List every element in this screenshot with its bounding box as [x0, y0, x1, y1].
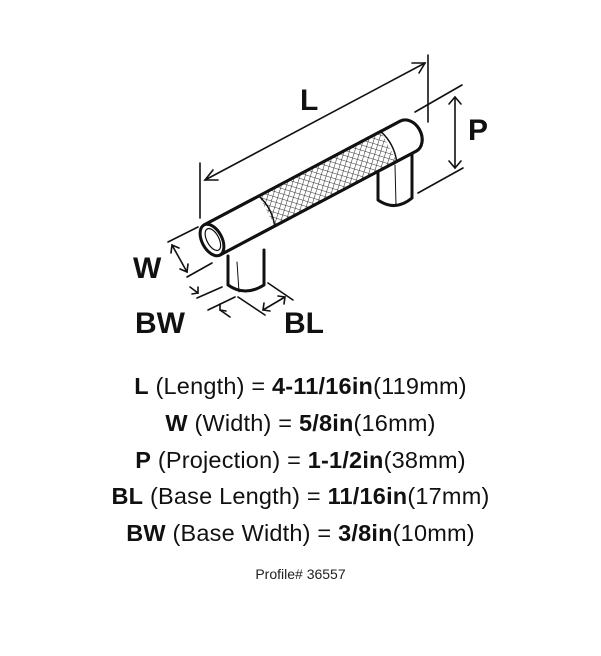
spec-name: (Projection) = — [157, 446, 302, 473]
spec-metric: (16mm) — [353, 409, 436, 436]
spec-base-width: BW (Base Width) = 3/8in(10mm) — [0, 515, 601, 552]
spec-key: W — [165, 409, 188, 436]
spec-projection: P (Projection) = 1-1/2in(38mm) — [0, 442, 601, 479]
end-cap — [198, 222, 226, 258]
width-label: W — [133, 252, 162, 285]
spec-imperial: 5/8in — [298, 409, 354, 436]
spec-imperial: 1-1/2in — [307, 446, 384, 473]
spec-name: (Length) = — [155, 373, 266, 399]
spec-name: (Base Length) = — [149, 483, 321, 510]
spec-key: BL — [111, 483, 144, 510]
spec-key: BW — [126, 520, 166, 547]
spec-imperial: 11/16in — [327, 483, 408, 510]
spec-key: P — [135, 446, 152, 473]
spec-metric: (17mm) — [407, 483, 490, 510]
left-post — [226, 248, 266, 293]
spec-name: (Base Width) = — [172, 520, 332, 547]
base-length-dimension — [237, 282, 294, 316]
base-width-dimension — [189, 286, 236, 318]
pull-bar — [198, 118, 424, 258]
spec-imperial: 3/8in — [338, 520, 393, 547]
projection-dimension — [414, 84, 464, 194]
profile-number: Profile# 36557 — [255, 566, 346, 582]
width-dimension — [167, 226, 213, 278]
spec-metric: (119mm) — [373, 373, 467, 399]
spec-base-length: BL (Base Length) = 11/16in(17mm) — [0, 478, 601, 515]
spec-key: L — [134, 373, 149, 399]
spec-metric: (38mm) — [383, 446, 466, 473]
spec-width: W (Width) = 5/8in(16mm) — [0, 405, 601, 442]
knurled-section — [258, 131, 397, 227]
cabinet-pull-diagram: L P W BW BL — [133, 54, 488, 340]
projection-label: P — [468, 114, 488, 147]
spec-length: L (Length) = 4-11/16in(119mm) — [0, 368, 601, 405]
base-length-label: BL — [284, 307, 324, 340]
base-width-label: BW — [135, 307, 186, 340]
spec-imperial: 4-11/16in — [272, 373, 374, 399]
dimension-specs: L (Length) = 4-11/16in(119mm) W (Width) … — [0, 368, 601, 552]
spec-name: (Width) = — [194, 409, 293, 436]
spec-metric: (10mm) — [392, 520, 475, 547]
length-dimension — [199, 54, 429, 219]
length-label: L — [300, 84, 318, 117]
